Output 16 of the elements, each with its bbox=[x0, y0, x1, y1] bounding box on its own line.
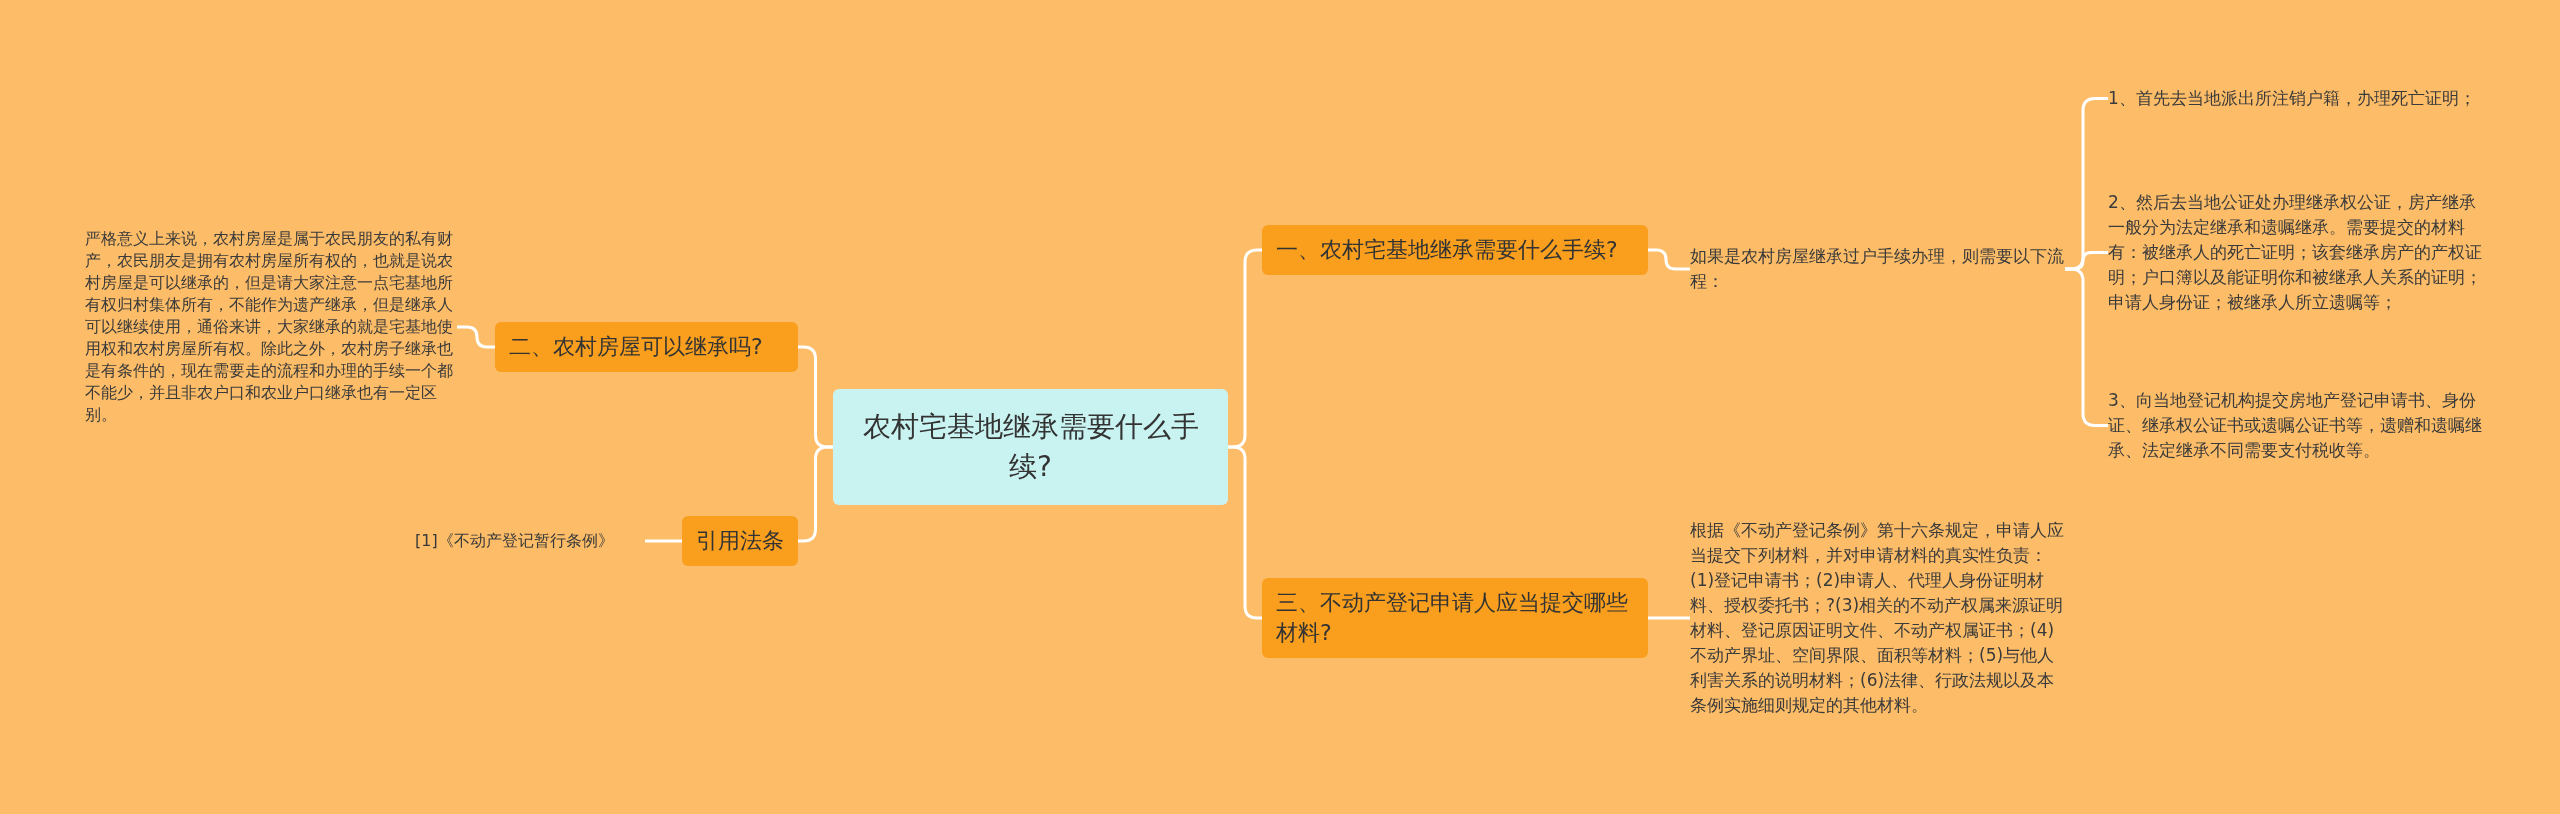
note-text: 根据《不动产登记条例》第十六条规定，申请人应当提交下列材料，并对申请材料的真实性负责：(1)登记申请书；(2)申请人、代理人身份证明材料、授权委托书；?(3)相关的不动产权属来源证明材料、登记原因证明文件、不动产权属证书；(4)不动产界址、空间界限、面积等材料；(5)与他人利害关系的说明材料；(6)法律、行政法规以及本条例实施细则规定的其他材料。 bbox=[1690, 518, 2065, 718]
topic-box: 二、农村房屋可以继承吗? bbox=[495, 322, 798, 372]
note-text: 1、首先去当地派出所注销户籍，办理死亡证明； bbox=[2108, 86, 2488, 111]
note-text: 3、向当地登记机构提交房地产登记申请书、身份证、继承权公证书或遗嘱公证书等，遗赠和遗嘱继承、法定继承不同需要支付税收等。 bbox=[2108, 388, 2488, 463]
central-topic: 农村宅基地继承需要什么手续? bbox=[833, 389, 1228, 505]
note-text: [1]《不动产登记暂行条例》 bbox=[415, 530, 645, 552]
topic-box: 引用法条 bbox=[682, 516, 798, 566]
topic-box: 一、农村宅基地继承需要什么手续? bbox=[1262, 225, 1648, 275]
connector-line bbox=[1648, 248, 1690, 271]
connector-line bbox=[645, 539, 682, 543]
connector-line bbox=[1648, 616, 1690, 620]
topic-box: 三、不动产登记申请人应当提交哪些材料? bbox=[1262, 578, 1648, 658]
note-text: 严格意义上来说，农村房屋是属于农民朋友的私有财产，农民朋友是拥有农村房屋所有权的，也就是说农村房屋是可以继承的，但是请大家注意一点宅基地所有权归村集体所有，不能作为遗产继承，但是继承人可以继续使用，通俗来讲，大家继承的就是宅基地使用权和农村房屋所有权。除此之外，农村房子继承也是有条件的，现在需要走的流程和办理的手续一个都不能少，并且非农户口和农业户口继承也有一定区别。 bbox=[85, 228, 457, 426]
connector-line bbox=[457, 325, 495, 349]
note-text: 2、然后去当地公证处办理继承权公证，房产继承一般分为法定继承和遗嘱继承。需要提交的材料有：被继承人的死亡证明；该套继承房产的产权证明；户口簿以及能证明你和被继承人关系的证明；申请人身份证；被继承人所立遗嘱等； bbox=[2108, 190, 2488, 315]
note-text: 如果是农村房屋继承过户手续办理，则需要以下流程： bbox=[1690, 244, 2065, 294]
